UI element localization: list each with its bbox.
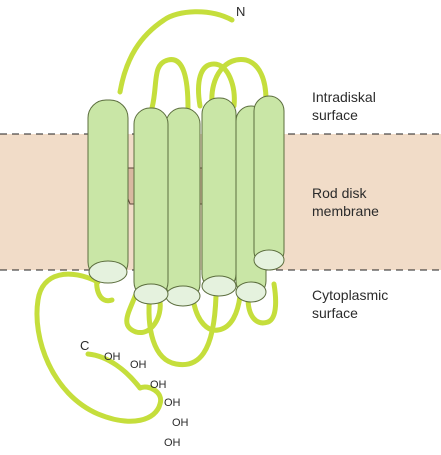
n-terminus-label: N <box>236 4 245 19</box>
svg-text:Intradiskal: Intradiskal <box>312 89 376 105</box>
helix-2 <box>133 107 169 305</box>
helix-1 <box>87 99 129 284</box>
hydroxyl-label: OH <box>164 397 181 409</box>
hydroxyl-label: OH <box>164 437 181 449</box>
rod-disk-membrane-label: Rod disk membrane <box>312 185 379 219</box>
svg-text:Rod disk: Rod disk <box>312 185 367 201</box>
hydroxyl-label: OH <box>130 359 147 371</box>
hydroxyl-label: OH <box>150 379 167 391</box>
intradiskal-loops <box>117 9 269 111</box>
c-terminus-label: C <box>80 338 89 353</box>
cytoplasmic-surface-label: Cytoplasmic surface <box>312 287 388 321</box>
c-terminal-tail <box>34 271 164 424</box>
helix-7 <box>253 95 285 271</box>
helix-5 <box>165 107 201 307</box>
svg-text:surface: surface <box>312 305 358 321</box>
svg-text:membrane: membrane <box>312 203 379 219</box>
svg-text:Cytoplasmic: Cytoplasmic <box>312 287 388 303</box>
svg-text:surface: surface <box>312 107 358 123</box>
hydroxyl-label: OH <box>172 417 189 429</box>
hydroxyl-label: OH <box>104 351 121 363</box>
c-terminal-end <box>85 351 143 391</box>
intradiskal-surface-label: Intradiskal surface <box>312 89 376 123</box>
hydroxyl-groups: OH OH OH OH OH OH OH <box>104 351 189 449</box>
helix-6 <box>201 97 237 297</box>
